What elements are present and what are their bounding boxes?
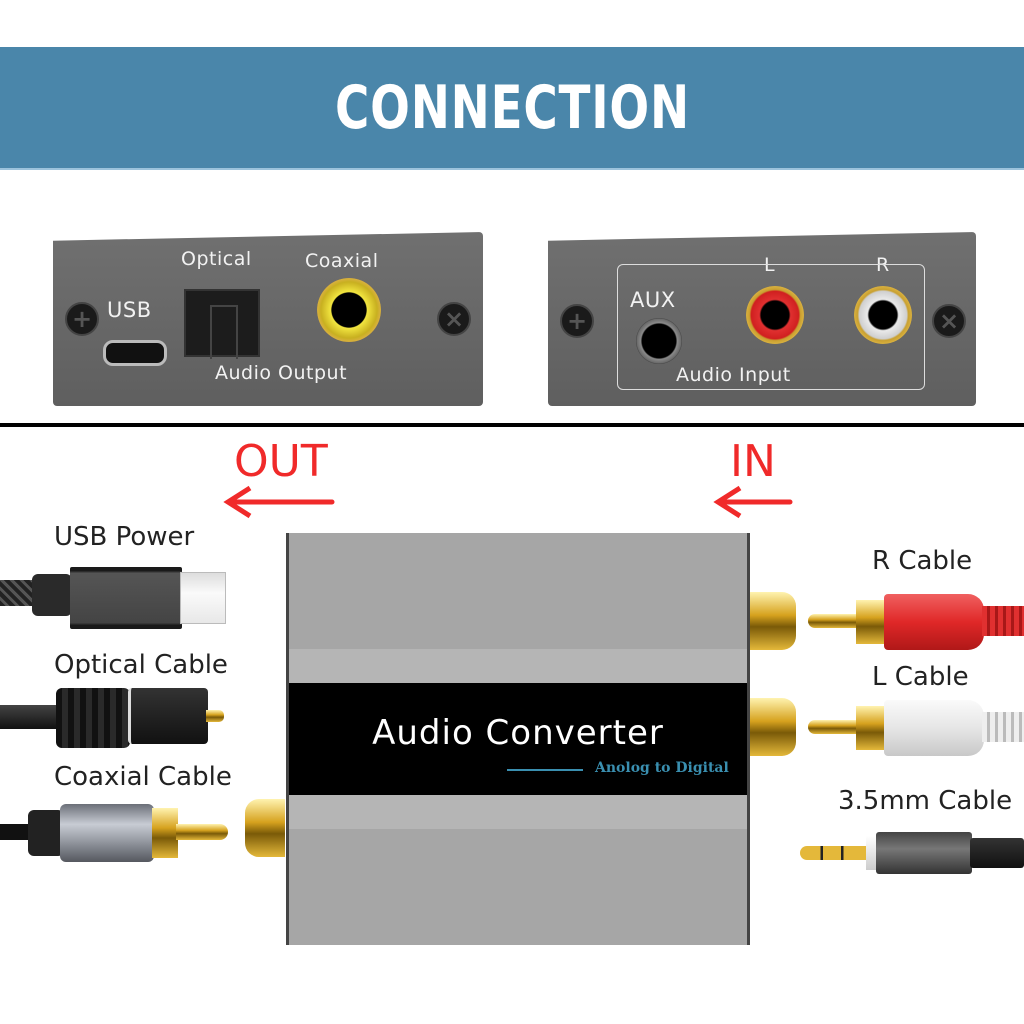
converter-title: Audio Converter bbox=[372, 713, 664, 753]
header-banner: CONNECTION bbox=[0, 47, 1024, 170]
section-divider bbox=[0, 423, 1024, 427]
micro-usb-port bbox=[103, 340, 167, 366]
rca-left-input-socket bbox=[750, 698, 796, 756]
aux-cable-cord bbox=[970, 838, 1024, 868]
l-plug-collar bbox=[856, 706, 886, 750]
l-plug-strain-relief bbox=[982, 712, 1024, 742]
subtitle-rule bbox=[507, 769, 583, 771]
usb-power-label: USB Power bbox=[54, 522, 195, 552]
usb-c-plug-tip bbox=[180, 572, 226, 624]
audio-input-panel: + × AUX L R Audio Input bbox=[548, 232, 976, 406]
coaxial-plug-boot bbox=[28, 810, 64, 856]
usb-c-plug-housing bbox=[70, 567, 182, 629]
aux-label: AUX bbox=[630, 288, 676, 312]
optical-plug-grip bbox=[56, 688, 130, 748]
aux-port bbox=[636, 318, 682, 364]
l-cable-label: L Cable bbox=[872, 662, 969, 692]
coaxial-plug-pin bbox=[176, 824, 228, 840]
box-highlight-band bbox=[289, 649, 747, 683]
coaxial-plug-body bbox=[60, 804, 154, 862]
screw-plus-icon: + bbox=[65, 302, 99, 336]
aux-plug-collar bbox=[866, 836, 878, 870]
audio-input-label: Audio Input bbox=[676, 364, 791, 386]
aux-cable-label: 3.5mm Cable bbox=[838, 786, 1013, 816]
out-arrow-icon bbox=[223, 485, 335, 519]
coaxial-label: Coaxial bbox=[305, 250, 379, 272]
rca-right-input-socket bbox=[750, 592, 796, 650]
audio-converter-box: Audio Converter Anolog to Digital bbox=[286, 533, 750, 945]
box-label-band: Audio Converter Anolog to Digital bbox=[289, 683, 747, 795]
r-plug-pin bbox=[808, 614, 858, 628]
coaxial-port bbox=[317, 278, 381, 342]
audio-input-frame bbox=[617, 264, 925, 390]
rca-left-port bbox=[746, 286, 804, 344]
screw-plus-icon: + bbox=[560, 304, 594, 338]
r-plug-body bbox=[884, 594, 984, 650]
audio-output-label: Audio Output bbox=[215, 362, 348, 384]
usb-label: USB bbox=[107, 298, 152, 322]
box-highlight-band bbox=[289, 795, 747, 829]
banner-title: CONNECTION bbox=[334, 72, 690, 143]
screw-cross-icon: × bbox=[932, 304, 966, 338]
left-channel-label: L bbox=[764, 254, 776, 276]
screw-cross-icon: × bbox=[437, 302, 471, 336]
r-plug-strain-relief bbox=[982, 606, 1024, 636]
usb-cable-boot bbox=[32, 574, 72, 616]
optical-cable-label: Optical Cable bbox=[54, 650, 228, 680]
converter-subtitle: Anolog to Digital bbox=[595, 760, 729, 776]
coaxial-cable-label: Coaxial Cable bbox=[54, 762, 232, 792]
optical-plug-pin bbox=[206, 710, 224, 722]
coaxial-output-socket bbox=[245, 799, 285, 857]
optical-port bbox=[184, 289, 260, 359]
audio-output-panel: + × USB Optical Coaxial Audio Output bbox=[53, 232, 483, 406]
l-plug-body bbox=[884, 700, 984, 756]
right-channel-label: R bbox=[876, 254, 890, 276]
optical-cable-cord bbox=[0, 705, 60, 729]
optical-label: Optical bbox=[181, 248, 252, 270]
r-cable-label: R Cable bbox=[872, 546, 973, 576]
in-arrow-icon bbox=[713, 485, 793, 519]
in-label: IN bbox=[730, 436, 776, 487]
coaxial-plug-collar bbox=[152, 808, 178, 858]
rca-right-port bbox=[854, 286, 912, 344]
aux-plug-body bbox=[876, 832, 972, 874]
l-plug-pin bbox=[808, 720, 858, 734]
optical-plug-head bbox=[128, 688, 208, 744]
aux-plug-tip bbox=[800, 846, 868, 860]
out-label: OUT bbox=[234, 436, 328, 487]
coaxial-cable-cord bbox=[0, 824, 32, 840]
usb-cable-cord bbox=[0, 580, 36, 606]
r-plug-collar bbox=[856, 600, 886, 644]
